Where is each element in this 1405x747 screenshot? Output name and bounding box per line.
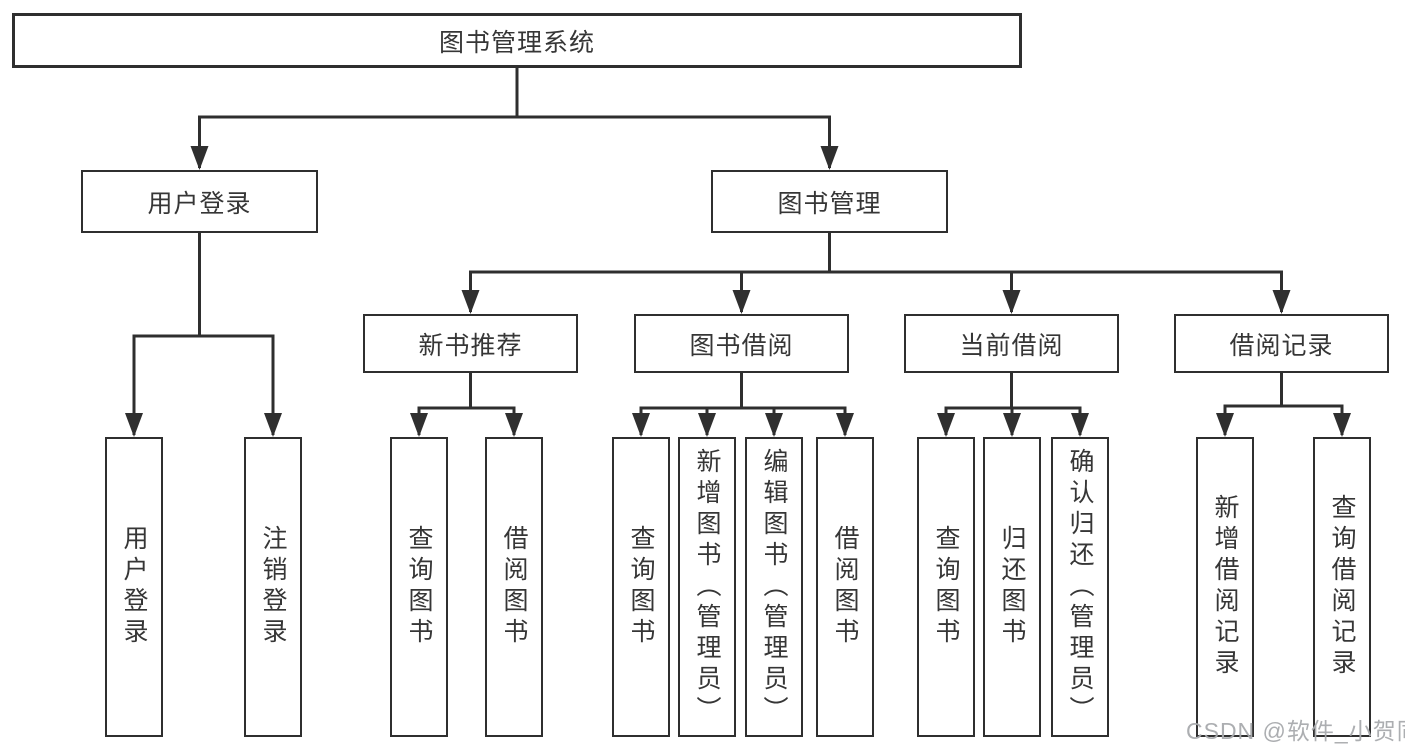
node-root-library-system: 图书管理系统 (12, 13, 1022, 68)
leaf-query-books-recommend: 查询图书 (390, 437, 448, 737)
node-borrow-records: 借阅记录 (1174, 314, 1389, 373)
leaf-borrow-books: 借阅图书 (816, 437, 874, 737)
leaf-edit-books-admin: 编辑图书（管理员） (745, 437, 803, 737)
leaf-add-books-admin: 新增图书（管理员） (678, 437, 736, 737)
leaf-add-borrow-record: 新增借阅记录 (1196, 437, 1254, 737)
csdn-watermark: CSDN @软件_小贺同学 (1186, 718, 1405, 744)
leaf-query-books-current: 查询图书 (917, 437, 975, 737)
node-current-borrow: 当前借阅 (904, 314, 1119, 373)
node-book-borrow: 图书借阅 (634, 314, 849, 373)
leaf-borrow-books-recommend: 借阅图书 (485, 437, 543, 737)
node-new-book-recommend: 新书推荐 (363, 314, 578, 373)
leaf-confirm-return-admin: 确认归还（管理员） (1051, 437, 1109, 737)
leaf-return-books: 归还图书 (983, 437, 1041, 737)
node-book-management: 图书管理 (711, 170, 948, 233)
leaf-user-login: 用户登录 (105, 437, 163, 737)
leaf-query-borrow-record: 查询借阅记录 (1313, 437, 1371, 737)
leaf-logout: 注销登录 (244, 437, 302, 737)
node-user-login: 用户登录 (81, 170, 318, 233)
leaf-query-books-borrow: 查询图书 (612, 437, 670, 737)
